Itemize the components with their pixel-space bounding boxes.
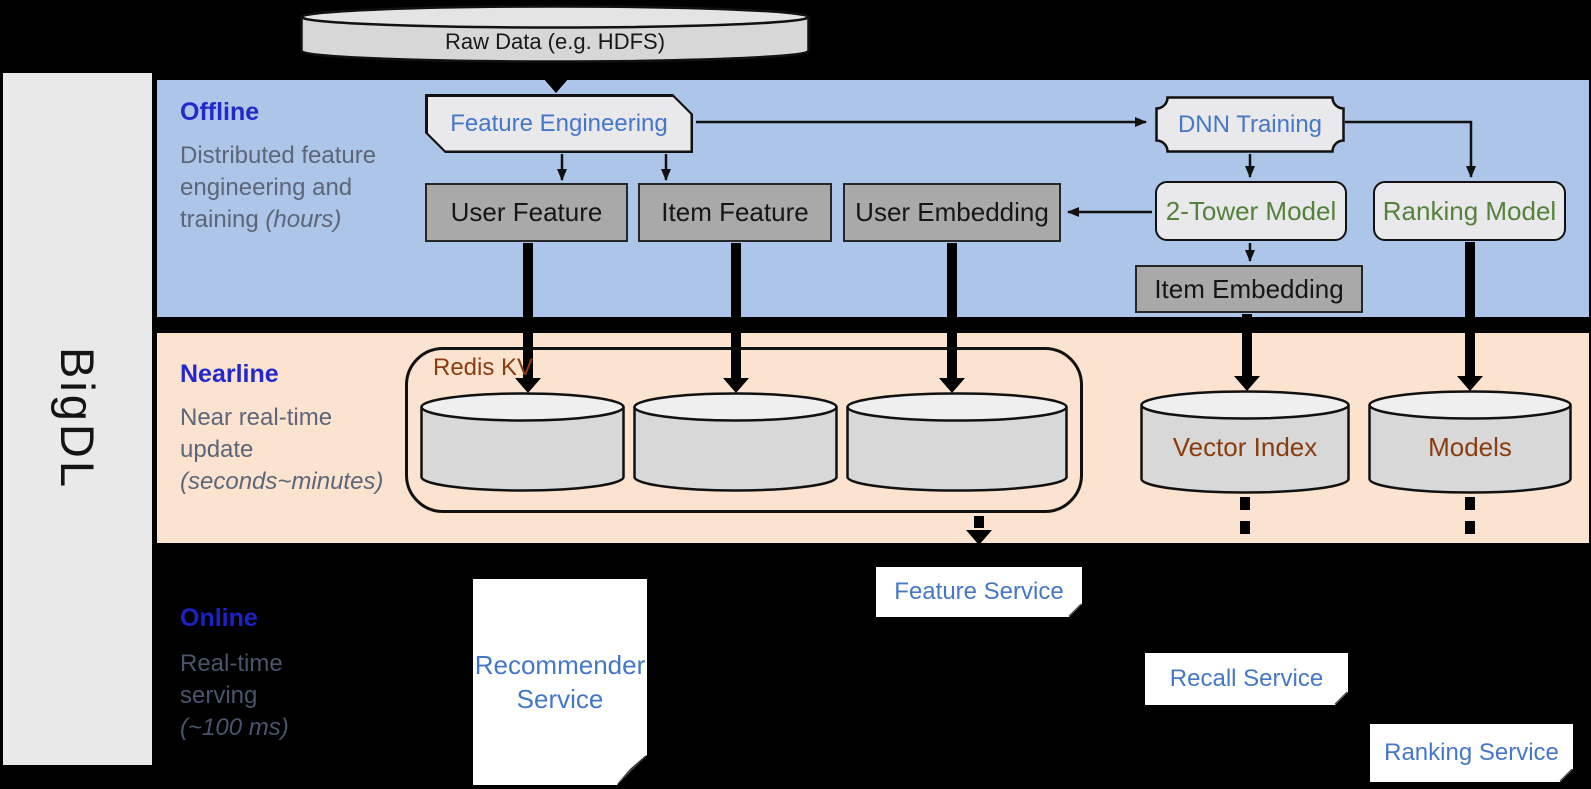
database-cylinder-icon (420, 392, 625, 492)
nearline-section-desc: Near real-time update (seconds~minutes) (180, 402, 398, 498)
user-embedding-node: User Embedding (843, 183, 1061, 242)
ranking-model-node: Ranking Model (1373, 181, 1566, 241)
recall-service-label: Recall Service (1169, 665, 1324, 692)
offline-desc-text: Distributed feature engineering and trai… (180, 142, 377, 233)
online-section-desc: Real-time serving (~100 ms) (180, 648, 325, 744)
feature-engineering-node: Feature Engineering (425, 94, 693, 153)
nearline-desc-text: Near real-time update (180, 404, 333, 463)
redis-kv-label: Redis KV (433, 354, 534, 381)
bigdl-logo-text: BigDL (51, 347, 104, 491)
plaque-shape-icon (1155, 96, 1345, 153)
feature-service-node: Feature Service (876, 567, 1082, 617)
redis-store-cylinder-1 (420, 392, 625, 492)
nearline-section-title: Nearline (180, 360, 279, 388)
user-feature-node: User Feature (425, 183, 628, 242)
page-fold-icon (617, 755, 647, 785)
vector-index-store: Vector Index (1140, 390, 1350, 494)
nearline-desc-note: (seconds~minutes) (180, 468, 384, 495)
recommender-service-label: Recommender Service (474, 650, 646, 714)
database-cylinder-icon (1140, 390, 1350, 494)
redis-store-cylinder-2 (633, 392, 838, 492)
feature-engineering-label: Feature Engineering (428, 97, 691, 151)
vector-index-label: Vector Index (1172, 432, 1318, 462)
recommender-service-node: Recommender Service (473, 579, 647, 785)
offline-section-desc: Distributed feature engineering and trai… (180, 140, 380, 236)
page-fold-icon (1334, 691, 1348, 705)
database-cylinder-icon (1368, 390, 1572, 494)
database-cylinder-icon (846, 392, 1068, 492)
models-store: Models (1368, 390, 1572, 494)
feature-service-label: Feature Service (894, 578, 1064, 605)
online-desc-note: (~100 ms) (180, 714, 289, 741)
redis-kv-container (405, 347, 1083, 513)
offline-section-title: Offline (180, 98, 260, 126)
bigdl-sidebar: BigDL (3, 73, 152, 765)
models-label: Models (1428, 432, 1512, 462)
two-tower-model-node: 2-Tower Model (1155, 181, 1347, 241)
redis-store-cylinder-3 (846, 392, 1068, 492)
page-fold-icon (1068, 603, 1082, 617)
database-cylinder-icon (633, 392, 838, 492)
offline-desc-note: (hours) (265, 206, 342, 233)
item-embedding-node: Item Embedding (1135, 265, 1363, 313)
ranking-service-label: Ranking Service (1384, 739, 1559, 766)
recall-service-node: Recall Service (1145, 653, 1348, 705)
database-cylinder-icon (300, 5, 810, 63)
dnn-training-node: DNN Training (1155, 96, 1345, 153)
online-desc-text: Real-time serving (180, 650, 283, 709)
raw-data-label: Raw Data (e.g. HDFS) (444, 29, 666, 54)
online-section-title: Online (180, 604, 258, 632)
ranking-service-node: Ranking Service (1370, 724, 1573, 782)
raw-data-store: Raw Data (e.g. HDFS) (300, 5, 810, 63)
page-fold-icon (1559, 768, 1573, 782)
dnn-training-label: DNN Training (1177, 110, 1323, 138)
item-feature-node: Item Feature (638, 183, 832, 242)
